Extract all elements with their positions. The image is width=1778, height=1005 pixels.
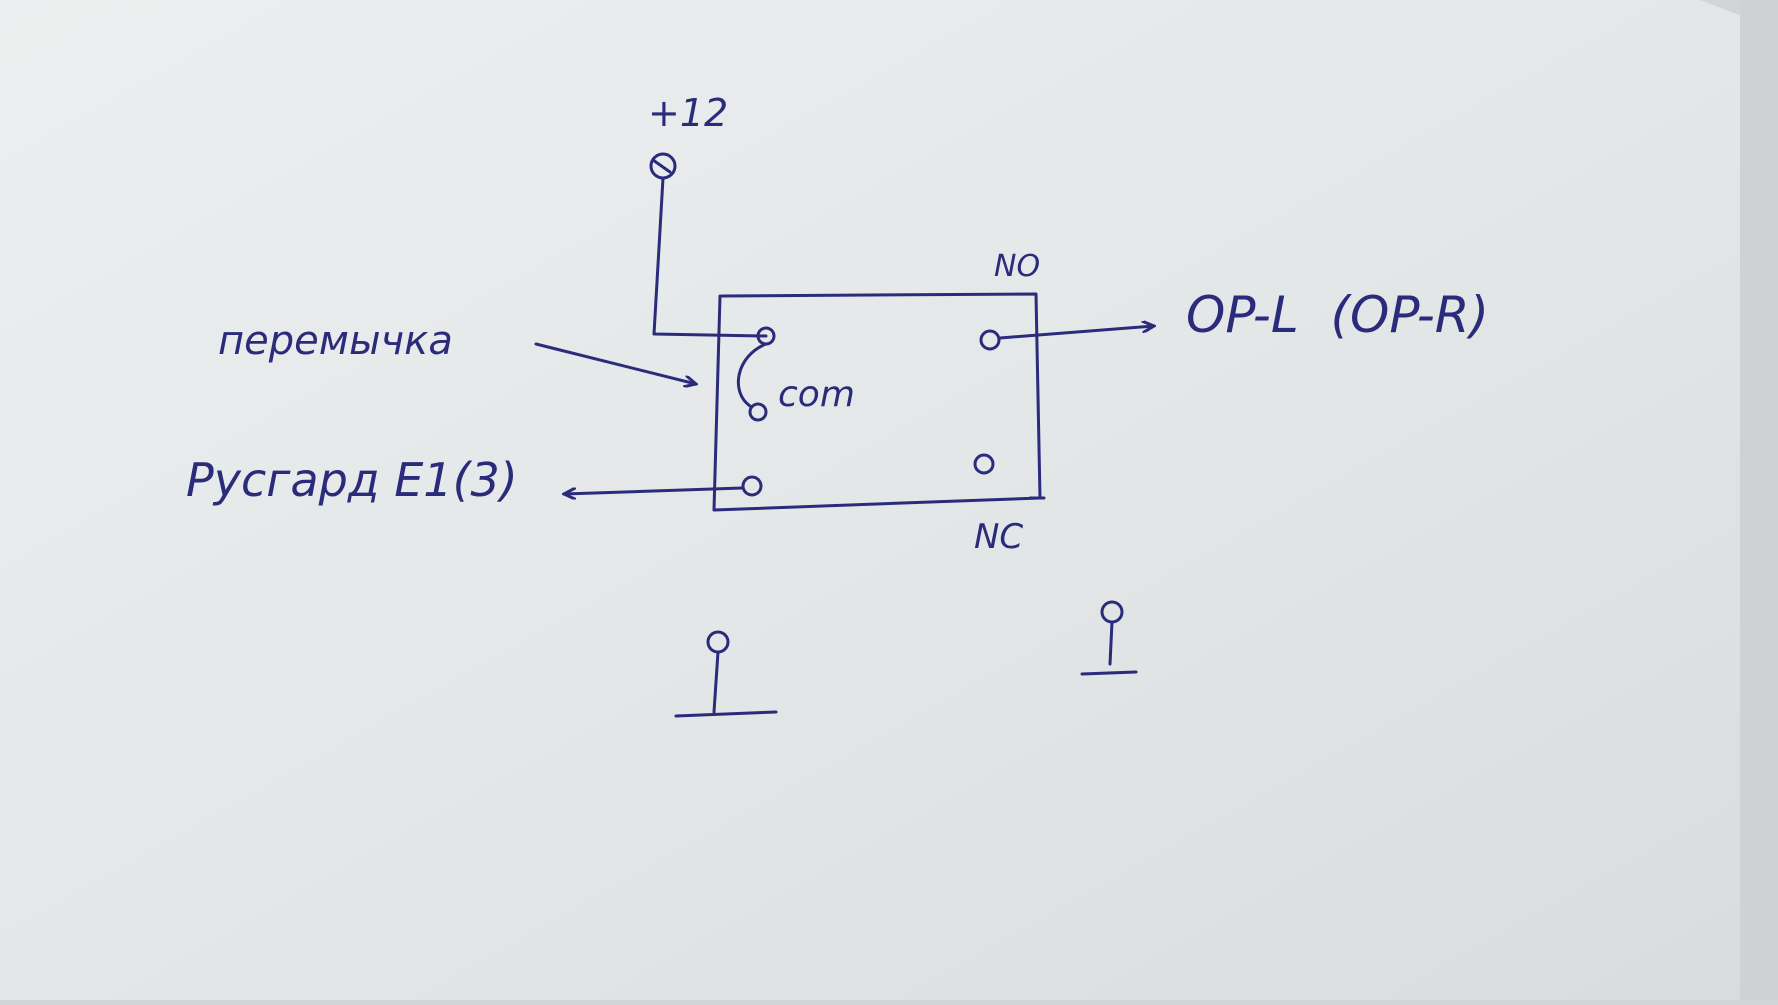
jumper-pointer-arrow xyxy=(534,342,696,384)
nc-label: NC xyxy=(974,517,1023,557)
desk-edge xyxy=(1740,0,1778,1000)
no-output-arrow xyxy=(998,326,1154,340)
supply-wire xyxy=(651,158,768,338)
jumper-label: перемычка xyxy=(218,318,453,364)
ground-symbol-left xyxy=(674,630,778,718)
relay-box xyxy=(712,292,1046,512)
no-output-label: OP-L (OP-R) xyxy=(1186,286,1489,344)
nc-output-arrow xyxy=(564,486,744,494)
no-label: NO xyxy=(994,249,1040,284)
no-terminal xyxy=(979,329,1001,351)
nc-side-terminal xyxy=(741,475,763,497)
ground-symbol-right xyxy=(1080,600,1138,676)
supply-label: +12 xyxy=(648,91,728,135)
com-terminal-bottom xyxy=(748,402,768,422)
com-label: com xyxy=(778,374,855,415)
nc-output-label: Русгард E1(3) xyxy=(186,453,518,507)
jumper-link xyxy=(736,342,768,408)
nc-terminal xyxy=(973,453,995,475)
